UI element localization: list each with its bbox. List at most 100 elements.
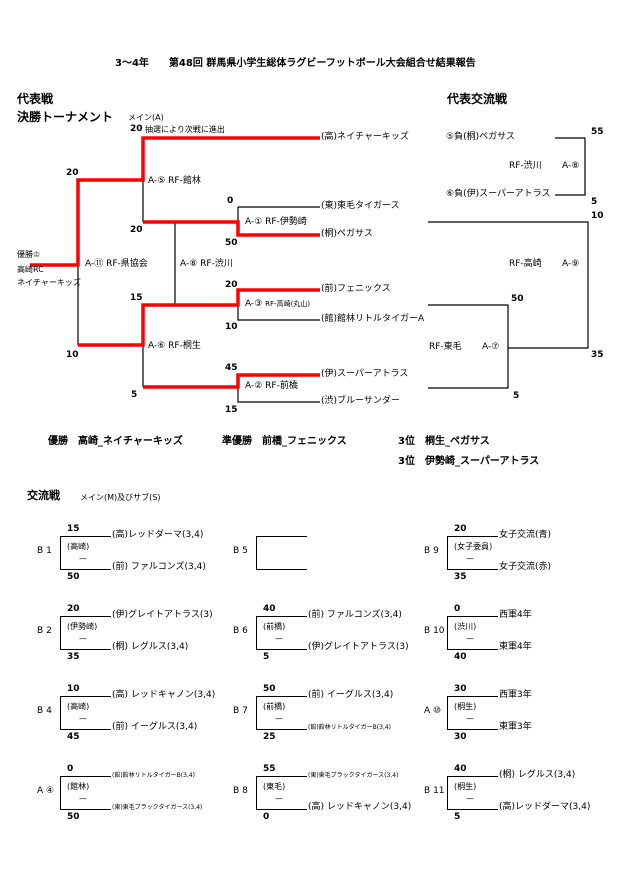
team-bottom: (高) レッドキャノン(3,4): [308, 802, 412, 812]
team-top: (前) イーグルス(3,4): [308, 690, 394, 700]
referee: (東毛): [263, 782, 286, 791]
dash: —: [466, 634, 474, 643]
team: ⑥負(伊)スーパーアトラス: [446, 189, 551, 199]
dash: —: [79, 554, 87, 563]
match-box: [60, 696, 111, 730]
rep-exchange-title: 代表交流戦: [447, 92, 508, 106]
score: 20: [225, 280, 238, 290]
team-top: 西軍3年: [499, 690, 532, 700]
score-bottom: 50: [67, 812, 80, 822]
champion-team: ネイチャーキッズ: [17, 278, 81, 287]
court-label: B 11: [424, 786, 445, 797]
team-top: (伊)グレイトアトラス(3): [112, 610, 213, 620]
score-top: 40: [454, 764, 467, 774]
dash: —: [79, 794, 87, 803]
page-title: 3～4年 第48回 群馬県小学生総体ラグビーフットボール大会組合せ結果報告: [115, 58, 476, 69]
match-box: [447, 776, 498, 810]
team-top: (高) レッドキャノン(3,4): [112, 690, 216, 700]
exchange-match: B 11 40 5 (桐生) — (桐) レグルス(3,4) (高)レッドダーマ(3,4): [424, 764, 624, 824]
referee: (高崎): [67, 542, 90, 551]
match-id: A-⑧: [562, 161, 580, 171]
score-top: 10: [67, 684, 80, 694]
score-bottom: 5: [263, 652, 270, 662]
result-team: 高崎_ネイチャーキッズ: [78, 436, 183, 447]
score-top: 0: [454, 604, 461, 614]
score-bottom: 35: [67, 652, 80, 662]
score-top: 20: [454, 524, 467, 534]
team: ⑤負(桐)ペガサス: [446, 132, 515, 142]
match-box: [256, 696, 307, 730]
score-bottom: 40: [454, 652, 467, 662]
team-top: 女子交流(青): [499, 530, 552, 540]
dash: —: [275, 794, 283, 803]
section-subtitle: 決勝トーナメント: [17, 110, 114, 124]
match-box: [256, 776, 307, 810]
team-bottom: (前) イーグルス(3,4): [112, 722, 198, 732]
section-title: 代表戦: [17, 92, 54, 106]
match-number: 10: [433, 626, 445, 636]
match-number: 2: [46, 626, 52, 636]
dash: —: [466, 554, 474, 563]
score-top: 40: [263, 604, 276, 614]
match-box: [256, 616, 307, 650]
score: 50: [225, 238, 238, 248]
match-a3-ref: RF-高崎(丸山): [265, 300, 311, 308]
match-box: [60, 536, 111, 570]
team-bottom: 東軍3年: [499, 722, 532, 732]
match-number: 4: [46, 706, 52, 716]
team-bottom: (伊)グレイトアトラス(3): [308, 642, 409, 652]
referee: (館林): [67, 782, 90, 791]
match-a3-id: A-③: [245, 299, 263, 309]
referee: (前橋): [263, 702, 286, 711]
court-label: A ④: [37, 786, 54, 797]
result-team: 桐生_ペガサス: [424, 436, 490, 447]
team-top: 西軍4年: [499, 610, 532, 620]
team: (渋)ブルーサンダー: [321, 396, 400, 406]
exchange-subtitle: メイン(M)及びサブ(S): [80, 493, 161, 502]
court-label: B 5: [233, 546, 248, 557]
score-top: 20: [67, 604, 80, 614]
team-top: (館)館林リトルタイガーB(3,4): [112, 772, 196, 779]
match-box: [256, 536, 307, 570]
score-top: 50: [263, 684, 276, 694]
referee: (渋川): [454, 622, 477, 631]
score: 15: [130, 293, 143, 303]
court: B: [424, 626, 431, 636]
team-bottom: 東軍4年: [499, 642, 532, 652]
court: B: [233, 626, 240, 636]
match-number: 7: [242, 706, 248, 716]
match-a2: A-② RF-前橋: [245, 381, 298, 391]
court-label: B 4: [37, 706, 52, 717]
main-label: メイン(A): [128, 113, 164, 122]
court-label: B 10: [424, 626, 445, 637]
court-label: B 8: [233, 786, 248, 797]
dash: —: [79, 714, 87, 723]
referee: (桐生): [454, 782, 477, 791]
court-label: B 6: [233, 626, 248, 637]
score: 55: [591, 127, 604, 137]
match-box: [447, 696, 498, 730]
team-bottom: (館)館林リトルタイガーB(3,4): [308, 724, 392, 731]
team-top: (桐) レグルス(3,4): [499, 770, 576, 780]
team: (前)フェニックス: [321, 284, 391, 294]
result-third-2: 3位 伊勢崎_スーパーアトラス: [398, 456, 539, 467]
score: 10: [591, 211, 604, 221]
team-bottom: (高)レッドダーマ(3,4): [499, 802, 591, 812]
referee: (女子委員): [454, 542, 493, 551]
team-bottom: (東)東毛ブラックタイガース(3,4): [112, 804, 203, 811]
match-ref: RF-渋川: [509, 161, 542, 171]
champion-club: 高崎RC: [17, 265, 44, 274]
match-number: ⑩: [433, 706, 442, 716]
court: B: [424, 546, 431, 556]
score: 0: [227, 196, 234, 206]
result-label: 優勝: [48, 436, 68, 447]
dash: —: [466, 794, 474, 803]
match-a3: A-③ RF-高崎(丸山): [245, 299, 310, 310]
score: 20: [130, 225, 143, 235]
score-bottom: 5: [454, 812, 461, 822]
